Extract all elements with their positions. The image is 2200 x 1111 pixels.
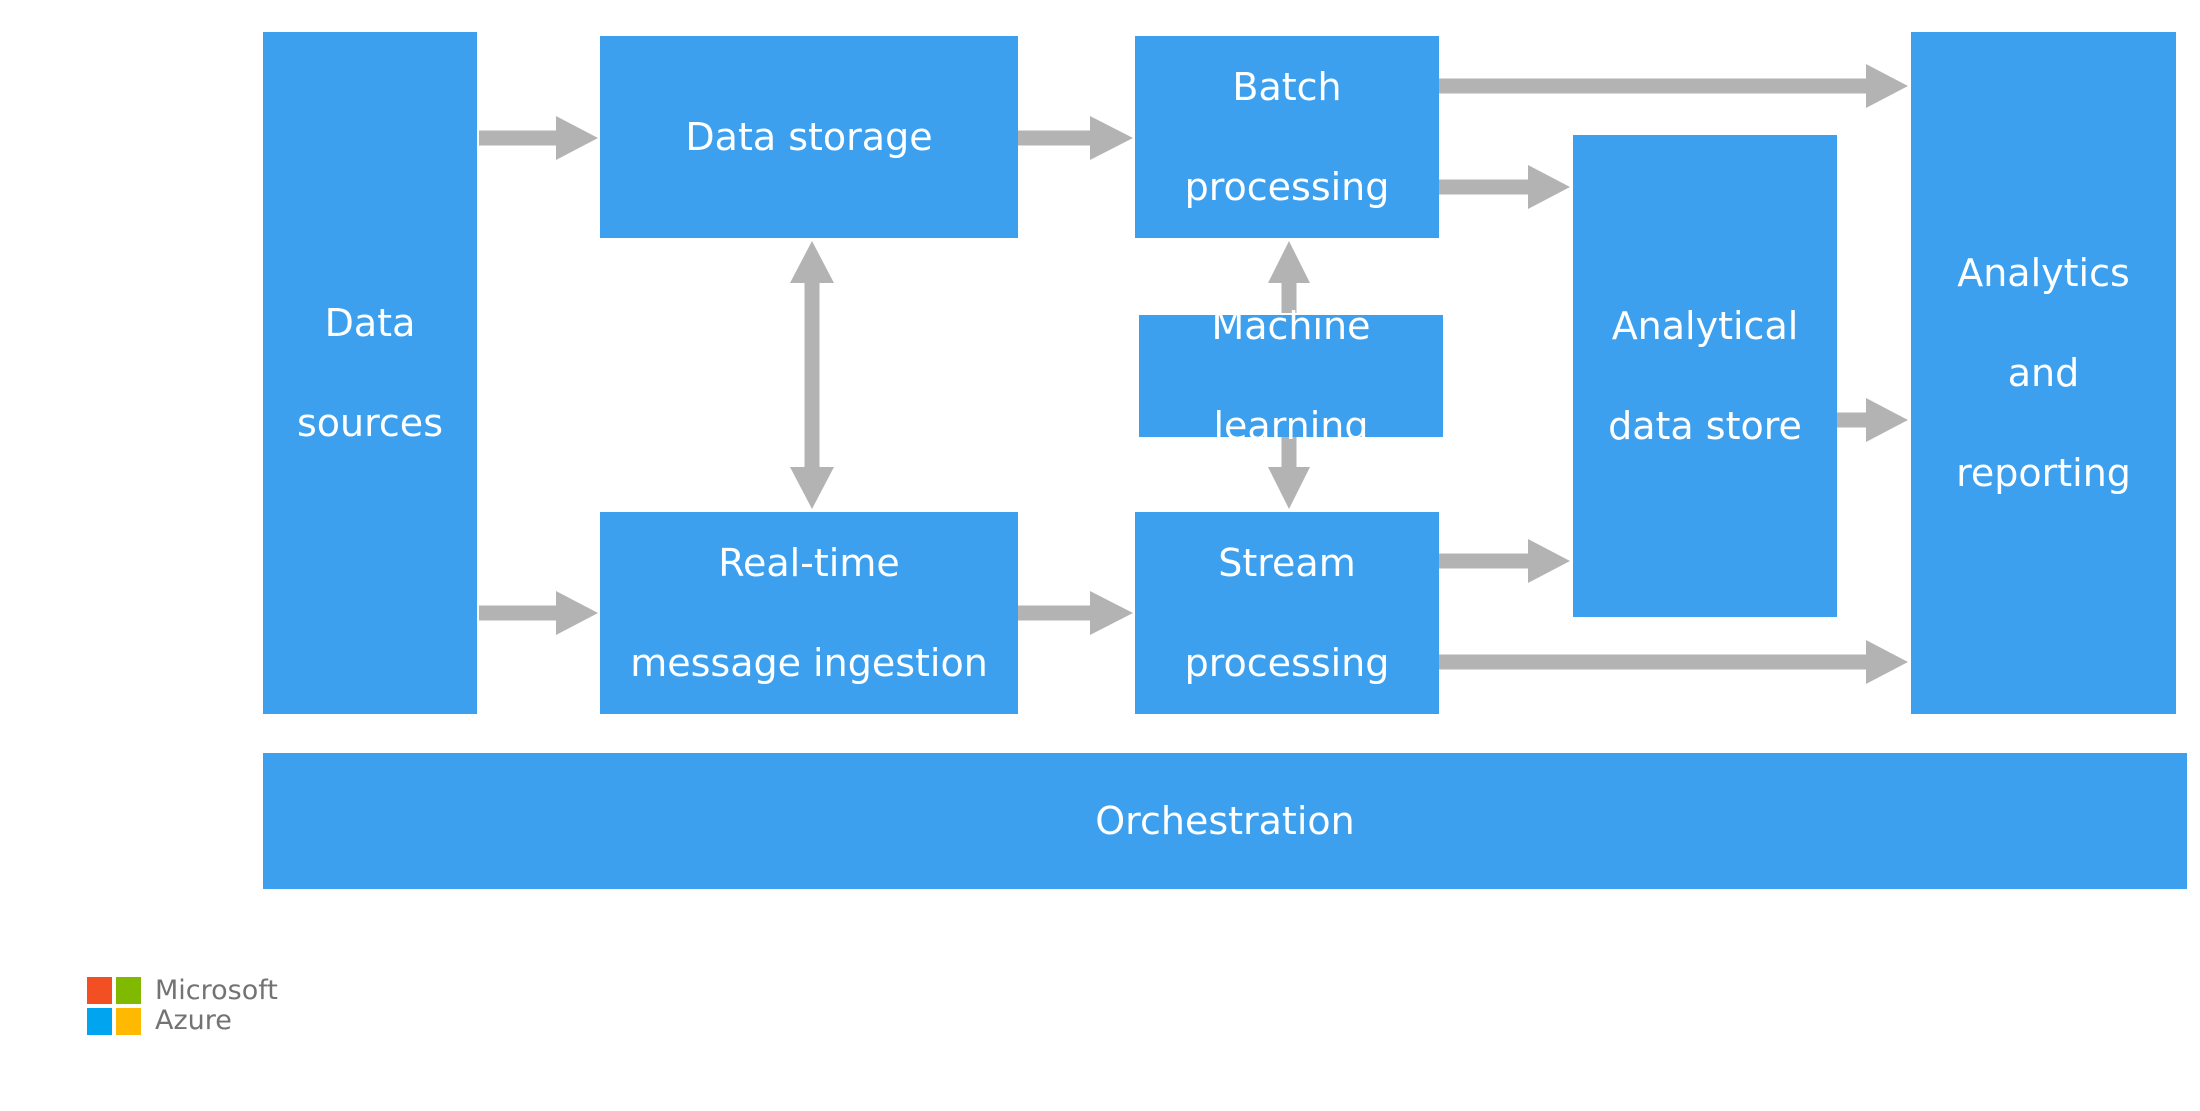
node-analytics-reporting-line: Analytics <box>1957 250 2130 295</box>
edge-stream-to-reporting <box>1439 640 1908 684</box>
edge-realtime-to-stream <box>1018 591 1133 635</box>
edge-batch-to-reporting <box>1439 64 1908 108</box>
edge-storage-to-batch <box>1018 116 1133 160</box>
edge-batch-to-analytical <box>1439 165 1570 209</box>
node-analytical-data-store-line: Analytical <box>1611 303 1799 348</box>
node-analytical-data-store-line: data store <box>1608 404 1802 449</box>
node-analytics-reporting: Analytics and reporting <box>1911 32 2176 714</box>
node-stream-processing-line: processing <box>1184 641 1390 686</box>
edge-storage-realtime-bidirectional <box>790 241 834 509</box>
logo-tile-blue <box>87 1008 112 1036</box>
edge-sources-to-realtime <box>479 591 598 635</box>
node-data-sources-line: Data <box>324 300 416 345</box>
node-realtime-ingestion-line: Real-time <box>718 540 900 585</box>
node-machine-learning: Machine learning <box>1139 304 1443 448</box>
logo-tile-yellow <box>116 1008 141 1036</box>
edge-sources-to-storage <box>479 116 598 160</box>
node-batch-processing-line: Batch <box>1232 64 1342 109</box>
node-analytics-reporting-line: and <box>2007 350 2080 395</box>
node-realtime-ingestion: Real-time message ingestion <box>600 512 1018 714</box>
brand-line-microsoft: Microsoft <box>155 975 278 1006</box>
microsoft-windows-icon <box>87 977 141 1036</box>
node-data-storage: Data storage <box>600 36 1018 238</box>
node-data-sources-line: sources <box>297 401 443 446</box>
node-realtime-ingestion-line: message ingestion <box>630 641 988 686</box>
node-machine-learning-line: learning <box>1213 404 1369 449</box>
node-data-storage-line: Data storage <box>685 114 933 159</box>
node-machine-learning-line: Machine <box>1211 303 1371 348</box>
edge-stream-to-analytical <box>1439 539 1570 583</box>
node-batch-processing: Batch processing <box>1135 36 1439 238</box>
node-stream-processing-line: Stream <box>1218 540 1356 585</box>
node-analytics-reporting-line: reporting <box>1956 451 2131 496</box>
brand-wordmark: Microsoft Azure <box>155 975 278 1037</box>
brand-line-azure: Azure <box>155 1005 232 1037</box>
node-orchestration: Orchestration <box>263 753 2187 889</box>
logo-tile-red <box>87 977 112 1005</box>
logo-tile-green <box>116 977 141 1005</box>
edge-analytical-to-reporting <box>1837 398 1908 442</box>
node-analytical-data-store: Analytical data store <box>1573 135 1837 617</box>
microsoft-azure-logo: Microsoft Azure <box>87 975 278 1037</box>
node-orchestration-line: Orchestration <box>1095 798 1355 843</box>
node-stream-processing: Stream processing <box>1135 512 1439 714</box>
node-data-sources: Data sources <box>263 32 477 714</box>
node-batch-processing-line: processing <box>1184 165 1390 210</box>
